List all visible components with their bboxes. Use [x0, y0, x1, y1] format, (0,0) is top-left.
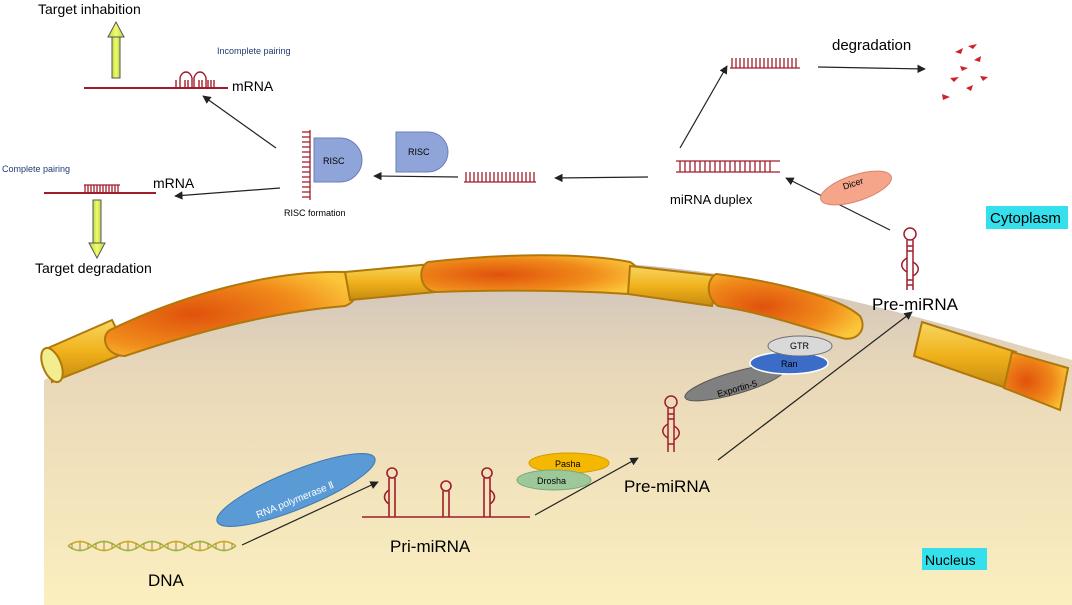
risc-complex-label: RISC: [323, 156, 345, 166]
incomplete-pairing-bulges: [175, 71, 215, 88]
nuclear-membrane: [40, 254, 1070, 412]
drosha-label: Drosha: [537, 476, 566, 486]
mrna-top-label: mRNA: [232, 78, 274, 94]
degradation-arrow-shaft: [92, 199, 102, 245]
degraded-fragments: [942, 44, 988, 100]
arrow-duplex-to-strand: [554, 173, 649, 183]
inhibition-arrow-head: [107, 20, 125, 38]
dna-label: DNA: [148, 571, 185, 590]
target-inhibition-panel: [84, 20, 228, 89]
target-degradation-label: Target degradation: [35, 260, 152, 276]
mirna-duplex: [676, 160, 780, 173]
inhibition-arrow-shaft: [111, 35, 121, 79]
membrane-segment: [707, 272, 864, 340]
risc-complex: [302, 130, 363, 200]
rna-polymerase-ii: [216, 453, 376, 527]
mature-mirna-strand: [464, 172, 536, 183]
degradation-arrow-head: [88, 242, 106, 260]
arrow-strand-to-risc: [373, 171, 459, 181]
risc-complex-shape: [313, 137, 363, 183]
dna-helix: [67, 540, 237, 552]
drosha-protein: [516, 469, 592, 491]
passenger-strand: [730, 58, 800, 69]
mrna-bottom-label: mRNA: [153, 175, 195, 191]
target-degradation-panel: [44, 184, 156, 260]
gtr-protein: [767, 335, 833, 357]
nucleus-label-box: [922, 548, 987, 570]
complete-pairing-label: Complete pairing: [2, 164, 70, 174]
pre-mirna-hairpin-cytoplasm: [901, 227, 919, 290]
risc-free-shape: [395, 131, 449, 173]
risc-formation-label: RISC formation: [284, 208, 346, 218]
membrane-segment-opening: [40, 346, 64, 384]
degradation-label: degradation: [832, 37, 911, 54]
arrow-pri-to-pre: [534, 457, 639, 516]
mirna-duplex-label: miRNA duplex: [670, 192, 753, 207]
pri-mirna: [362, 467, 530, 518]
dicer-enzyme: [820, 170, 892, 206]
pre-mirna-cytoplasm-label: Pre-miRNA: [872, 295, 959, 314]
pre-mirna-nucleus-label: Pre-miRNA: [624, 477, 711, 496]
incomplete-pairing-label: Incomplete pairing: [217, 46, 291, 56]
complete-pairing-ticks: [84, 184, 120, 193]
cytoplasm-label-box: [986, 206, 1068, 229]
arrow-degradation: [817, 64, 926, 74]
arrow-dna-to-pri: [241, 481, 379, 546]
arrow-pre-export: [717, 311, 913, 461]
ran-label: Ran: [781, 359, 798, 369]
arrow-duplex-up: [679, 65, 728, 149]
risc-free-label: RISC: [408, 147, 430, 157]
membrane-segment: [626, 264, 720, 308]
membrane-segment: [104, 270, 359, 358]
arrow-risc-to-complete: [174, 187, 281, 200]
nucleus-label: Nucleus: [925, 552, 976, 568]
arrow-risc-to-incomplete: [202, 95, 277, 149]
gtr-label: GTR: [790, 341, 809, 351]
membrane-segment: [1002, 350, 1070, 412]
risc-guide-strand: [302, 130, 311, 200]
target-inhibition-label: Target inhabition: [38, 1, 141, 17]
pre-mirna-hairpin-nucleus: [662, 395, 680, 452]
membrane-segment: [420, 254, 641, 296]
cytoplasm-label: Cytoplasm: [990, 210, 1061, 227]
pasha-label: Pasha: [555, 459, 581, 469]
pri-mirna-label: Pri-miRNA: [390, 537, 471, 556]
